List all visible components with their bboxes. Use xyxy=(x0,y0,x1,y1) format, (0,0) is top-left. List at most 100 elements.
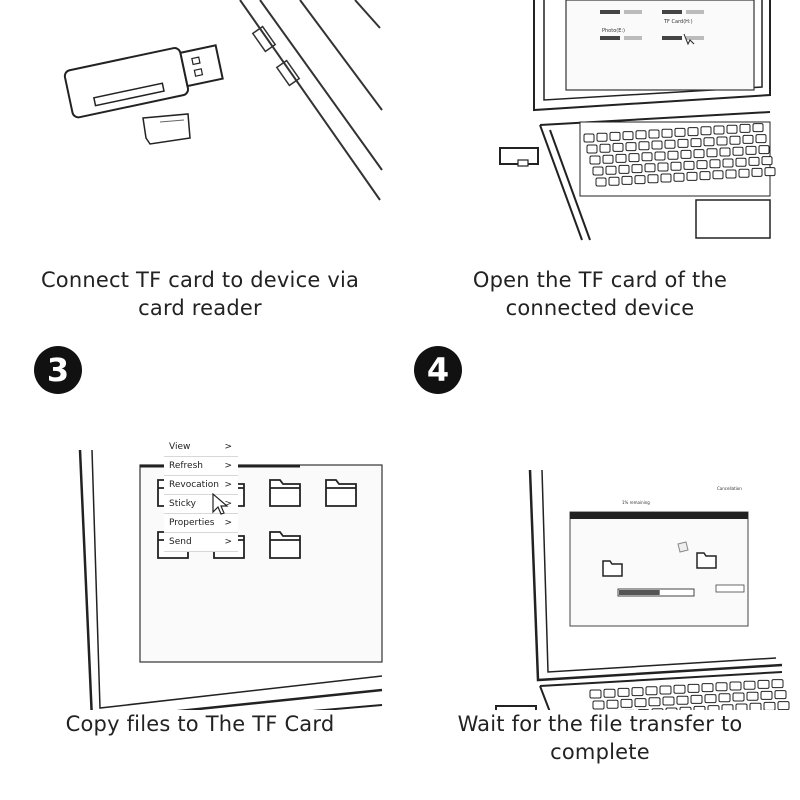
keyboard-key xyxy=(596,132,608,142)
keyboard-key xyxy=(761,156,773,166)
card-reader xyxy=(63,44,224,119)
keyboard-key xyxy=(605,165,617,175)
keyboard-key xyxy=(631,687,644,697)
keyboard-key xyxy=(674,127,686,137)
context-menu-item[interactable]: Sticky> xyxy=(164,495,238,514)
keyboard-key xyxy=(739,123,751,133)
menu-item-label: Sticky xyxy=(169,499,196,509)
keyboard-key xyxy=(718,693,731,703)
keyboard-key xyxy=(715,682,728,692)
keyboard-key xyxy=(608,176,620,186)
keyboard-key xyxy=(603,688,616,698)
step-1-panel: Connect TF card to device via card reade… xyxy=(0,0,400,400)
keyboard-key xyxy=(648,129,660,139)
keyboard-key xyxy=(721,704,734,710)
cancel-button[interactable]: Cancellation xyxy=(717,486,742,491)
caption-line: Connect TF card to device via xyxy=(40,268,360,292)
keyboard-key xyxy=(706,148,718,158)
keyboard-key xyxy=(673,684,686,694)
keyboard-key xyxy=(612,142,624,152)
keyboard-key xyxy=(700,126,712,136)
keyboard-key xyxy=(771,679,784,689)
caption-line: connected device xyxy=(505,296,695,320)
chevron-right-icon: > xyxy=(224,518,232,528)
context-menu-item[interactable]: View > xyxy=(164,438,238,457)
laptop-illustration xyxy=(499,0,776,241)
chevron-right-icon: > xyxy=(224,537,232,547)
transfer-status: 1% remaining xyxy=(622,500,650,505)
keyboard-key xyxy=(622,131,634,141)
context-menu-item[interactable]: Send> xyxy=(164,533,238,552)
context-menu-item[interactable]: Properties> xyxy=(164,514,238,533)
keyboard-key xyxy=(748,156,760,166)
menu-item-label: View xyxy=(169,442,191,452)
keyboard-key xyxy=(760,690,773,700)
folder-icon xyxy=(269,479,301,507)
keyboard-key xyxy=(676,695,689,705)
keyboard-key xyxy=(716,136,728,146)
keyboard-key xyxy=(657,162,669,172)
keyboard-key xyxy=(774,690,787,700)
keyboard-key xyxy=(729,135,741,145)
step-number-badge: 4 xyxy=(414,346,462,394)
keyboard-key xyxy=(621,175,633,185)
caption-line: Copy files to The TF Card xyxy=(65,712,335,736)
keyboard-key xyxy=(743,680,756,690)
keyboard-key xyxy=(677,138,689,148)
keyboard-key xyxy=(687,127,699,137)
caption-line: Wait for the file transfer to xyxy=(457,712,743,736)
keyboard-key xyxy=(699,171,711,181)
step-3-caption: Copy files to The TF Card xyxy=(0,710,400,738)
keyboard-key xyxy=(704,694,717,704)
keyboard-key xyxy=(687,683,700,693)
keyboard-key xyxy=(647,174,659,184)
chevron-right-icon: > xyxy=(224,480,232,490)
caption-line: Open the TF card of the xyxy=(472,268,728,292)
keyboard-key xyxy=(738,168,750,178)
context-menu-item[interactable]: Revocation> xyxy=(164,476,238,495)
keyboard-key xyxy=(648,697,661,707)
keyboard-key xyxy=(709,159,721,169)
keyboard-key xyxy=(696,160,708,170)
keyboard-key xyxy=(735,703,748,710)
keyboard-key xyxy=(634,698,647,708)
keyboard-key xyxy=(729,681,742,691)
keyboard-key xyxy=(641,152,653,162)
keyboard-key xyxy=(606,699,619,709)
keyboard-key xyxy=(615,153,627,163)
keyboard-key xyxy=(654,151,666,161)
keyboard-key xyxy=(665,707,678,710)
keyboard-key xyxy=(763,701,776,710)
keyboard-key xyxy=(617,687,630,697)
keyboard-key xyxy=(713,125,725,135)
keyboard-key xyxy=(751,167,763,177)
chevron-right-icon: > xyxy=(224,442,232,452)
keyboard-key xyxy=(764,167,776,177)
keyboard-key xyxy=(667,150,679,160)
step-1-caption: Connect TF card to device via card reade… xyxy=(0,266,400,322)
keyboard-key xyxy=(686,171,698,181)
keyboard-key xyxy=(589,155,601,165)
keyboard-key xyxy=(583,133,595,143)
keyboard-key xyxy=(703,137,715,147)
keyboard-key xyxy=(693,149,705,159)
progress-fill xyxy=(619,590,660,595)
keyboard-key xyxy=(680,149,692,159)
folder-label-tf-card: TF Card(H:) xyxy=(664,19,693,25)
keyboard-key xyxy=(701,683,714,693)
keyboard-key xyxy=(726,124,738,134)
keyboard-key xyxy=(732,692,745,702)
folder-icon xyxy=(325,479,357,507)
keyboard-key xyxy=(651,140,663,150)
keyboard-key xyxy=(755,134,767,144)
folder-label-photo: Photo(E:) xyxy=(602,28,626,34)
keyboard-key xyxy=(618,164,630,174)
keyboard-key xyxy=(634,175,646,185)
keyboard-key xyxy=(673,172,685,182)
tf-card xyxy=(142,113,191,145)
laptop-transfer-illustration xyxy=(495,469,790,710)
keyboard-key xyxy=(690,694,703,704)
folder-icon xyxy=(269,531,301,559)
keyboard-key xyxy=(599,143,611,153)
context-menu-item[interactable]: Refresh> xyxy=(164,457,238,476)
